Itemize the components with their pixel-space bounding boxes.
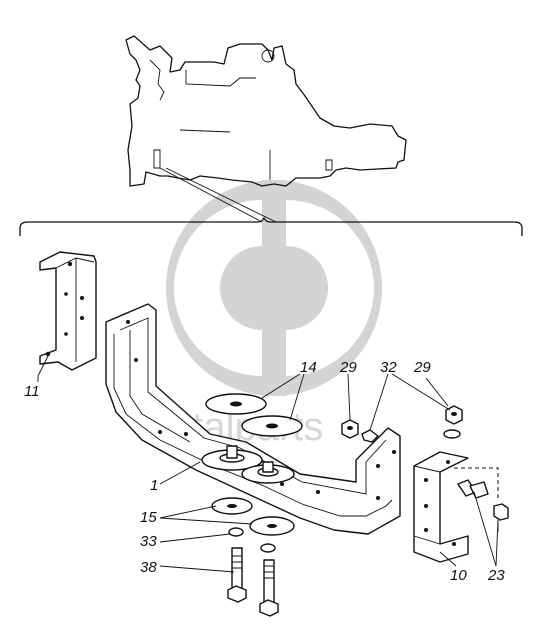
callout-32: 32 [380, 359, 397, 376]
callout-38: 38 [140, 559, 157, 576]
bracket-part-11 [39, 251, 97, 371]
leader-lines [37, 351, 499, 573]
callout-1: 1 [150, 477, 158, 494]
callout-33: 33 [140, 533, 157, 550]
lock-washer-part-32-center [361, 429, 379, 443]
washers-part-15 [211, 497, 295, 536]
nut-part-29-right [443, 405, 463, 439]
bolts-part-23 [454, 467, 509, 532]
callout-14: 14 [300, 359, 317, 376]
callout-15: 15 [140, 509, 157, 526]
frame-mounted-pads [201, 445, 295, 484]
callout-11: 11 [24, 383, 40, 400]
washers-part-33 [228, 527, 276, 553]
group-brace [19, 217, 523, 236]
callout-29-right: 29 [413, 359, 431, 376]
frame-part-1 [105, 303, 401, 535]
bolts-part-38 [227, 547, 279, 617]
nut-part-29-center [341, 419, 359, 439]
washers-part-14 [205, 393, 303, 437]
watermark-logo [166, 180, 382, 396]
bracket-part-10 [413, 451, 469, 563]
callout-10: 10 [450, 567, 467, 584]
callout-23: 23 [487, 567, 505, 584]
callout-29-center: 29 [339, 359, 357, 376]
vehicle-outline [125, 35, 407, 223]
